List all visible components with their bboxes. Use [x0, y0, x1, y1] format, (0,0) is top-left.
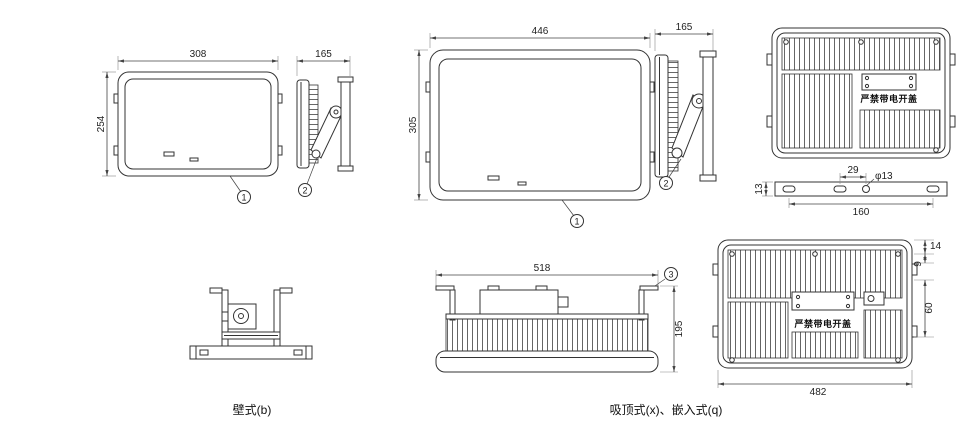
- screw: [729, 251, 735, 257]
- warning-label: 严禁带电开盖: [859, 93, 917, 104]
- screw: [812, 251, 818, 257]
- dim-small-front-width: 308: [190, 49, 207, 60]
- dim-ceiling-length: 518: [534, 263, 551, 274]
- screw: [895, 251, 901, 257]
- mounting-bar: [774, 181, 948, 197]
- heatsink-fins: [859, 109, 941, 149]
- screw: [933, 147, 939, 153]
- large-front-view: 446 305 1: [408, 26, 655, 228]
- wall-bracket-plate: [340, 81, 351, 167]
- dim-large-front-width: 446: [532, 26, 549, 37]
- lamp-front-housing: [117, 71, 279, 177]
- callout-2-marker: 2: [298, 157, 318, 197]
- ceiling-side-view: 518 3 195: [435, 263, 685, 373]
- dim-hole-diameter: φ13: [875, 171, 893, 182]
- heatsink-fins: [727, 249, 903, 299]
- callout-1-label: 1: [574, 217, 579, 227]
- callout-3-marker: 3: [651, 267, 678, 289]
- callout-2-marker: 2: [659, 158, 682, 190]
- dim-edge-top: 14: [930, 241, 942, 252]
- rear-panel-top-view: 严禁带电开盖 29 φ13 13 160: [754, 27, 956, 218]
- lamp-tray: [435, 350, 659, 373]
- hanger-flange: [435, 285, 455, 291]
- callout-2-label: 2: [302, 186, 307, 196]
- heatsink-fins: [727, 301, 789, 359]
- screw: [783, 39, 789, 45]
- screw: [933, 39, 939, 45]
- lamp-front-glass: [438, 58, 642, 192]
- pivot-box: [227, 303, 257, 330]
- dim-small-side-depth: 165: [315, 49, 332, 60]
- small-front-view: 308 254 1: [96, 49, 283, 204]
- wall-mount-view: [189, 287, 313, 360]
- hanger-flange: [639, 285, 659, 291]
- junction-box: [479, 289, 559, 315]
- dim-edge-side: 60: [924, 302, 935, 314]
- callout-1-marker: 1: [561, 199, 584, 228]
- heatsink-fins: [308, 84, 319, 164]
- screw: [895, 357, 901, 363]
- warning-label: 严禁带电开盖: [793, 318, 851, 329]
- small-side-view: 165 2: [296, 49, 354, 197]
- wall-bracket-plate: [702, 56, 714, 176]
- dim-edge-mid: 9: [913, 261, 924, 267]
- heatsink-fins: [445, 318, 649, 352]
- pivot-bolt: [329, 105, 343, 119]
- heatsink-fins: [863, 309, 903, 359]
- heatsink-fins: [791, 331, 859, 359]
- dim-bar-width: 13: [754, 183, 765, 195]
- dim-ceiling-height: 195: [674, 320, 685, 337]
- screw: [729, 357, 735, 363]
- dim-rear-width: 482: [810, 387, 827, 398]
- callout-1-marker: 1: [229, 175, 251, 204]
- caption-wall-mount: 壁式(b): [233, 402, 272, 417]
- dim-small-front-height: 254: [96, 115, 107, 132]
- dim-large-side-depth: 165: [676, 22, 693, 33]
- nameplate: [861, 73, 917, 91]
- rear-panel-bottom-view: 严禁带电开盖 14 9 60 482: [712, 239, 942, 398]
- base-plate: [189, 345, 313, 360]
- dim-slot-offset: 29: [847, 165, 859, 176]
- callout-1-label: 1: [241, 193, 246, 203]
- cable-gland: [557, 296, 569, 308]
- large-side-view: 165 2: [654, 22, 717, 190]
- caption-ceiling-mount: 吸顶式(x)、嵌入式(q): [610, 403, 723, 417]
- lamp-side-body: [654, 54, 669, 178]
- lamp-front-glass: [124, 78, 272, 170]
- nameplate: [791, 291, 855, 311]
- mounting-bar-detail: 29 φ13 13 160: [754, 165, 948, 218]
- screw: [858, 39, 864, 45]
- callout-3-label: 3: [668, 270, 673, 280]
- callout-2-label: 2: [663, 179, 668, 189]
- heatsink-fins: [781, 73, 853, 149]
- lamp-side-body: [296, 79, 310, 169]
- pivot-knob: [233, 308, 249, 324]
- dim-hole-spacing: 160: [853, 207, 870, 218]
- dim-large-front-height: 305: [408, 116, 419, 133]
- lamp-front-housing: [429, 49, 651, 201]
